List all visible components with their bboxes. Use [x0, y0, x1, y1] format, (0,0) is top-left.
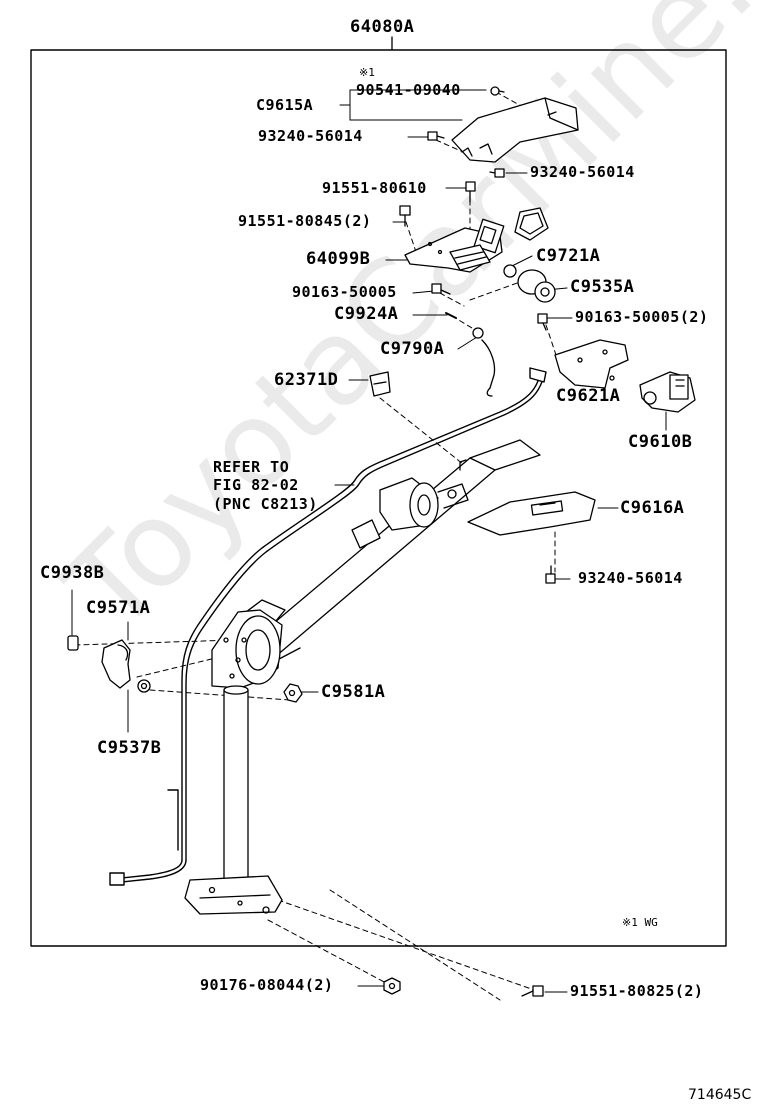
pin-c9924a: [445, 312, 457, 319]
cable-c9790a: [472, 327, 496, 397]
bolt-91551-80610: [465, 181, 476, 203]
label-64099b: 64099B: [306, 249, 371, 269]
screw-90541: [490, 86, 505, 96]
bracket-c9621a: [554, 339, 629, 389]
label-93240-56014-b: 93240-56014: [530, 163, 635, 181]
label-90176-08044: 90176-08044(2): [200, 976, 334, 994]
screw-93240-b: [489, 168, 505, 178]
figure-number: 714645C: [688, 1087, 752, 1103]
screw-90163-b: [537, 313, 548, 331]
label-91551-80845: 91551-80845(2): [238, 212, 372, 230]
clip-62371d: [369, 371, 391, 397]
jack-post: [184, 685, 283, 915]
label-93240-56014-c: 93240-56014: [578, 569, 683, 587]
label-62371d: 62371D: [274, 370, 339, 390]
knob-c9581a: [283, 683, 303, 703]
label-c9621a: C9621A: [556, 386, 621, 406]
bracket-64099b: [404, 218, 505, 273]
pivot-housing: [211, 609, 283, 689]
cap-c9721a: [503, 264, 517, 278]
bolt-91551-80845: [399, 205, 411, 227]
arm-motor: [379, 477, 469, 531]
nut-c9537b: [137, 679, 151, 693]
wiring-harness: [109, 367, 547, 886]
lower-trim-c9616a: [467, 491, 596, 536]
screw-93240-a: [427, 131, 445, 141]
label-90541-09040: 90541-09040: [356, 81, 461, 99]
label-c9616a: C9616A: [620, 498, 685, 518]
label-c9721a: C9721A: [536, 246, 601, 266]
label-refer-line1: REFER TO: [213, 458, 290, 476]
label-90163-50005-b: 90163-50005(2): [575, 308, 709, 326]
knob-c9535a: [517, 269, 556, 303]
label-c9924a: C9924A: [334, 304, 399, 324]
screw-90163-a: [431, 283, 451, 295]
screw-93240-c: [545, 565, 556, 584]
label-note-wg: ※1 WG: [622, 916, 658, 929]
motor-c9610b: [639, 371, 696, 413]
label-c9938b: C9938B: [40, 563, 105, 583]
label-c9537b: C9537B: [97, 738, 162, 758]
label-refer-line3: (PNC C8213): [213, 495, 318, 513]
label-note-marker: ※1: [359, 66, 375, 79]
nut-90176: [383, 977, 401, 995]
bolt-91551-80825: [521, 985, 544, 997]
label-assembly-64080a: 64080A: [350, 17, 415, 37]
label-91551-80825: 91551-80825(2): [570, 982, 704, 1000]
label-c9790a: C9790A: [380, 339, 445, 359]
upper-trim-cover: [451, 97, 579, 163]
label-c9571a: C9571A: [86, 598, 151, 618]
label-93240-56014-a: 93240-56014: [258, 127, 363, 145]
hook-c9571a: [101, 639, 131, 689]
label-91551-80610: 91551-80610: [322, 179, 427, 197]
switch-connector: [514, 207, 549, 241]
label-c9581a: C9581A: [321, 682, 386, 702]
label-refer-line2: FIG 82-02: [213, 476, 299, 494]
label-90163-50005-a: 90163-50005: [292, 283, 397, 301]
plug-c9938b: [67, 635, 79, 651]
label-c9610b: C9610B: [628, 432, 693, 452]
label-c9615a: C9615A: [256, 96, 314, 114]
label-c9535a: C9535A: [570, 277, 635, 297]
assembly-frame: [30, 49, 727, 947]
